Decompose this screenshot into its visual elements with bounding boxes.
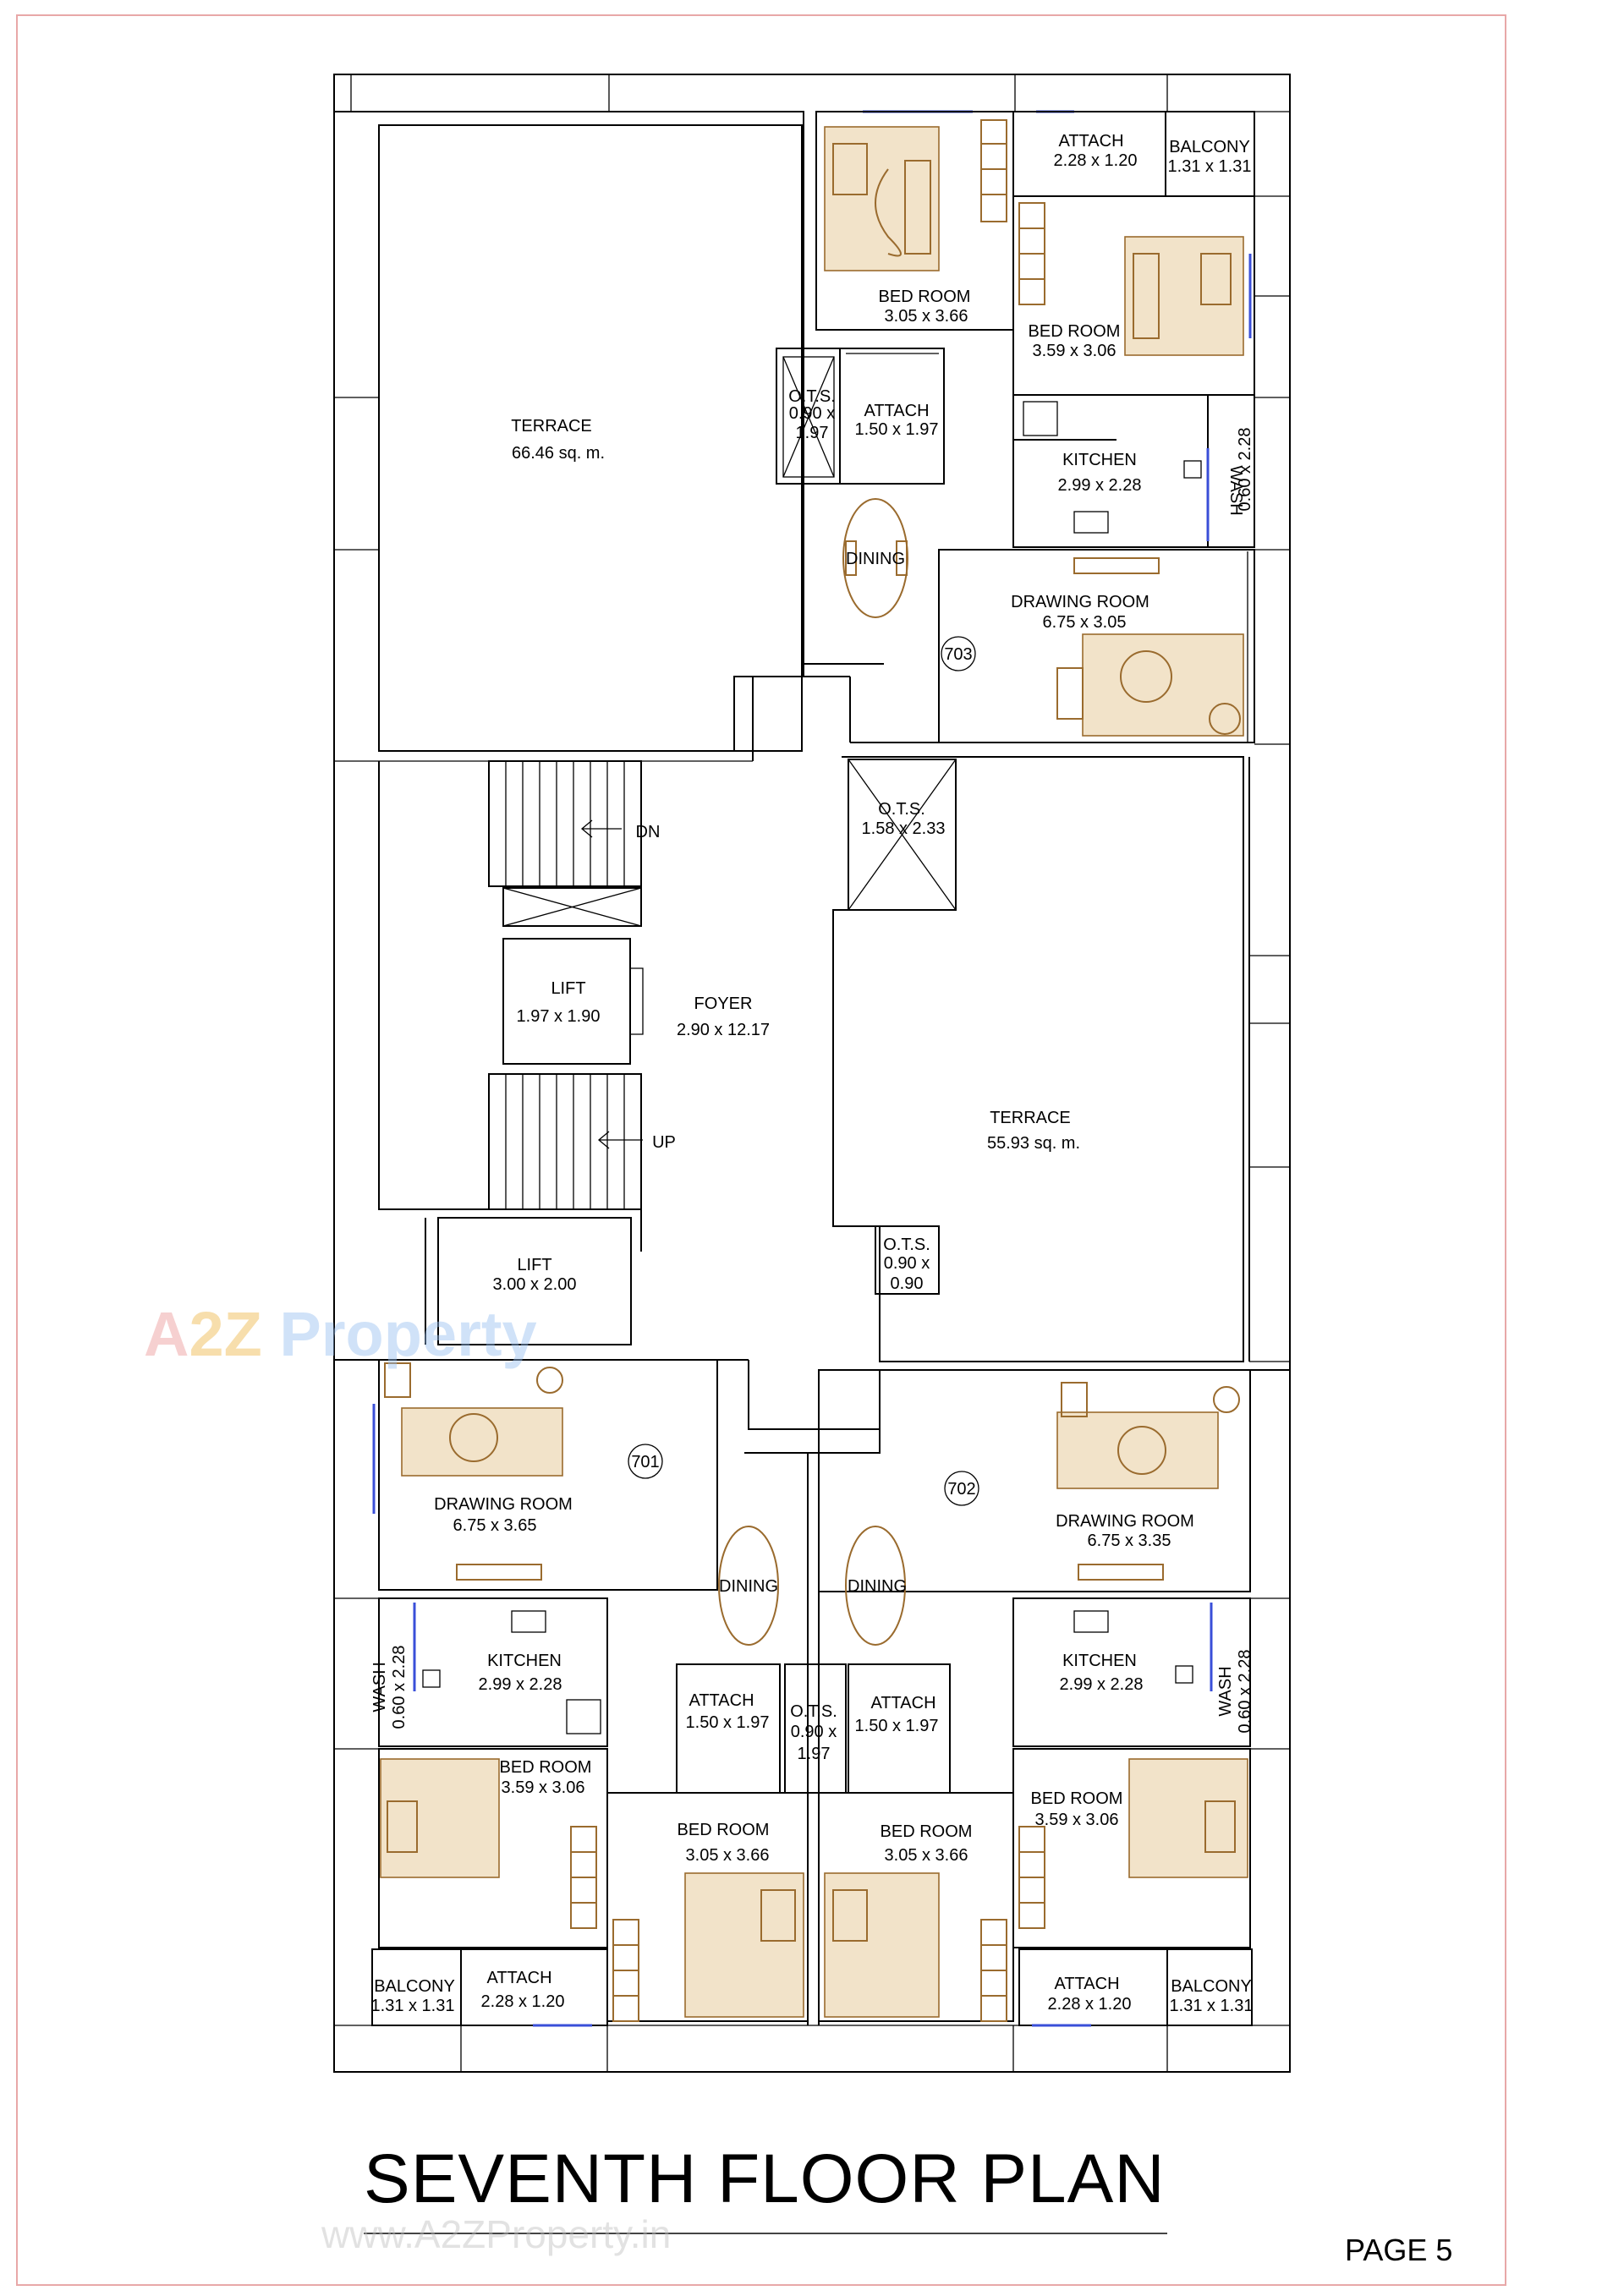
ots-small-name: O.T.S. — [883, 1236, 930, 1254]
lift-b-name: LIFT — [517, 1256, 551, 1274]
watermark-logo-property: Property — [261, 1299, 537, 1369]
bed-703-a-name: BED ROOM — [879, 288, 971, 306]
ots-703-size-a: 0.90 x — [789, 404, 835, 423]
lift-a-name: LIFT — [551, 979, 585, 998]
wash-701-name: WASH — [370, 1662, 389, 1712]
kitchen-702-size: 2.99 x 2.28 — [1060, 1675, 1144, 1694]
page-number: PAGE 5 — [1345, 2233, 1453, 2267]
balcony-703-name: BALCONY — [1169, 138, 1250, 156]
bed-702-a-size: 3.05 x 3.66 — [885, 1846, 968, 1865]
attach-702-bot-size: 2.28 x 1.20 — [1048, 1995, 1132, 2014]
bed-701-b-size: 3.05 x 3.66 — [686, 1846, 770, 1865]
ots-small-size-a: 0.90 x — [884, 1254, 930, 1273]
wash-702-size: 0.60 x 2.28 — [1236, 1650, 1254, 1734]
watermark-url: www.A2ZProperty.in — [321, 2212, 672, 2256]
terrace-top-name: TERRACE — [511, 417, 592, 436]
bed-702-b-size: 3.59 x 3.06 — [1035, 1811, 1119, 1829]
drawing-702-name: DRAWING ROOM — [1056, 1512, 1194, 1531]
drawing-701-size: 6.75 x 3.65 — [453, 1516, 537, 1535]
attach-701-bot-name: ATTACH — [486, 1969, 551, 1987]
attach-701-mid-name: ATTACH — [689, 1691, 754, 1710]
ots-bottom-size-b: 1.97 — [798, 1745, 831, 1763]
building-outline — [333, 74, 1291, 2073]
attach-703-top-name: ATTACH — [1058, 132, 1123, 151]
plan-title: SEVENTH FLOOR PLAN — [364, 2140, 1166, 2217]
balcony-702-size: 1.31 x 1.31 — [1170, 1997, 1254, 2015]
attach-701-bot-size: 2.28 x 1.20 — [481, 1992, 565, 2011]
dining-703: DINING — [846, 550, 905, 568]
balcony-703-size: 1.31 x 1.31 — [1168, 157, 1252, 176]
wash-703-name: WASH — [1226, 465, 1245, 515]
kitchen-703-size: 2.99 x 2.28 — [1058, 476, 1142, 495]
ots-bottom-size-a: 0.90 x — [791, 1723, 837, 1741]
kitchen-702-name: KITCHEN — [1062, 1652, 1137, 1670]
dining-702: DINING — [848, 1577, 907, 1596]
attach-702-bot-name: ATTACH — [1054, 1975, 1119, 1993]
stairs-dn-label: DN — [636, 823, 661, 841]
attach-701-mid-size: 1.50 x 1.97 — [686, 1713, 770, 1732]
bed-701-b-name: BED ROOM — [678, 1821, 770, 1839]
lift-b-size: 3.00 x 2.00 — [493, 1275, 577, 1294]
drawing-702-size: 6.75 x 3.35 — [1088, 1532, 1171, 1550]
attach-702-mid-size: 1.50 x 1.97 — [855, 1717, 939, 1735]
ots-center-name: O.T.S. — [878, 800, 925, 819]
bed-701-a-name: BED ROOM — [500, 1758, 592, 1777]
stairs-up-label: UP — [652, 1133, 676, 1152]
kitchen-701-name: KITCHEN — [487, 1652, 562, 1670]
foyer-size: 2.90 x 12.17 — [677, 1021, 770, 1039]
watermark-logo-2z: 2Z — [189, 1299, 262, 1369]
terrace-right-name: TERRACE — [990, 1109, 1071, 1127]
terrace-right-size: 55.93 sq. m. — [987, 1134, 1080, 1153]
bed-703-a-size: 3.05 x 3.66 — [885, 307, 968, 326]
unit-703: 703 — [944, 645, 972, 664]
unit-701: 701 — [631, 1453, 659, 1471]
dining-701: DINING — [719, 1577, 778, 1596]
lift-a-size: 1.97 x 1.90 — [517, 1007, 601, 1026]
kitchen-703-name: KITCHEN — [1062, 451, 1137, 469]
bed-702-b-name: BED ROOM — [1031, 1789, 1123, 1808]
attach-703-mid-name: ATTACH — [864, 402, 929, 420]
watermark-logo: A2Z Property — [144, 1298, 537, 1370]
balcony-701-name: BALCONY — [374, 1977, 455, 1996]
ots-bottom-name: O.T.S. — [790, 1702, 837, 1721]
wash-703-size: 0.60 x 2.28 — [1236, 428, 1254, 512]
bed-703-b-size: 3.59 x 3.06 — [1033, 342, 1116, 360]
watermark-logo-a: A — [144, 1299, 189, 1369]
drawing-701-name: DRAWING ROOM — [434, 1495, 573, 1514]
attach-702-mid-name: ATTACH — [870, 1694, 935, 1712]
ots-703-size-b: 1.97 — [796, 424, 829, 442]
terrace-top-size: 66.46 sq. m. — [512, 444, 605, 463]
wash-701-size: 0.60 x 2.28 — [390, 1646, 409, 1729]
ots-center-size: 1.58 x 2.33 — [862, 819, 946, 838]
drawing-703-name: DRAWING ROOM — [1011, 593, 1149, 611]
bed-703-b-name: BED ROOM — [1029, 322, 1121, 341]
unit-702: 702 — [947, 1480, 975, 1499]
wash-702-name: WASH — [1216, 1666, 1235, 1716]
foyer-name: FOYER — [694, 995, 753, 1013]
ots-703-name: O.T.S. — [788, 387, 836, 406]
bed-702-a-name: BED ROOM — [881, 1822, 973, 1841]
attach-703-top-size: 2.28 x 1.20 — [1054, 151, 1138, 170]
drawing-703-size: 6.75 x 3.05 — [1043, 613, 1127, 632]
balcony-701-size: 1.31 x 1.31 — [371, 1997, 455, 2015]
attach-703-mid-size: 1.50 x 1.97 — [855, 420, 939, 439]
bed-701-a-size: 3.59 x 3.06 — [502, 1778, 585, 1797]
ots-small-size-b: 0.90 — [891, 1274, 924, 1293]
kitchen-701-size: 2.99 x 2.28 — [479, 1675, 562, 1694]
balcony-702-name: BALCONY — [1171, 1977, 1252, 1996]
title-underline — [364, 2233, 1167, 2234]
